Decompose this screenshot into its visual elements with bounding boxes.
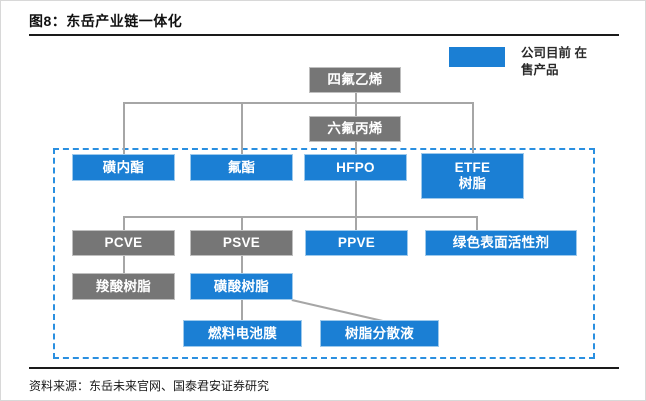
- node-carboxylic[interactable]: 羧酸树脂: [72, 273, 175, 300]
- connector-hfpo-down: [355, 181, 357, 217]
- legend-label: 公司目前 在售产品: [521, 46, 587, 77]
- node-fuelcell[interactable]: 燃料电池膜: [183, 320, 302, 347]
- connector-bus-to-surfactant: [476, 216, 478, 230]
- node-surfactant[interactable]: 绿色表面活性剂: [425, 230, 577, 256]
- connector-bus-to-pcve: [123, 216, 125, 230]
- connector-bus-to-ppve: [355, 216, 357, 230]
- connector-sulfonic-to-fuelcell: [241, 300, 243, 320]
- legend: 公司目前 在售产品: [449, 45, 595, 79]
- connector-bus-to-fluoroester: [241, 102, 243, 154]
- connector-bus-to-sultone: [123, 102, 125, 154]
- connector-hfp-to-hfpo: [355, 142, 357, 155]
- connector-bus-row3: [123, 216, 477, 218]
- node-ppve[interactable]: PPVE: [305, 230, 408, 256]
- node-hfp[interactable]: 六氟丙烯: [309, 116, 401, 142]
- node-sultone[interactable]: 磺内酯: [72, 154, 175, 181]
- source-divider: [29, 367, 619, 369]
- node-pcve[interactable]: PCVE: [72, 230, 175, 256]
- legend-swatch-blue: [449, 47, 505, 67]
- node-fluoroester[interactable]: 氟酯: [190, 154, 293, 181]
- title-divider: [29, 34, 619, 36]
- connector-bus-to-psve: [241, 216, 243, 230]
- page-title: 图8：东岳产业链一体化: [29, 13, 183, 29]
- node-etfe[interactable]: ETFE 树脂: [421, 153, 524, 199]
- connector-tfe-to-hfp: [355, 102, 357, 116]
- node-sulfonic[interactable]: 磺酸树脂: [190, 273, 293, 300]
- node-psve[interactable]: PSVE: [190, 230, 293, 256]
- connector-psve-to-sulfonic: [241, 255, 243, 273]
- node-tfe[interactable]: 四氟乙烯: [309, 67, 401, 93]
- node-dispersion[interactable]: 树脂分散液: [320, 320, 439, 347]
- source-note: 资料来源：东岳未来官网、国泰君安证券研究: [29, 379, 270, 393]
- product-group-dashed-border: [53, 148, 595, 359]
- connector-pcve-to-carboxylic: [123, 255, 125, 273]
- node-hfpo[interactable]: HFPO: [304, 154, 407, 181]
- connector-bus-row2: [123, 102, 473, 104]
- connector-tfe-down: [355, 93, 357, 103]
- connector-bus-to-etfe: [472, 102, 474, 153]
